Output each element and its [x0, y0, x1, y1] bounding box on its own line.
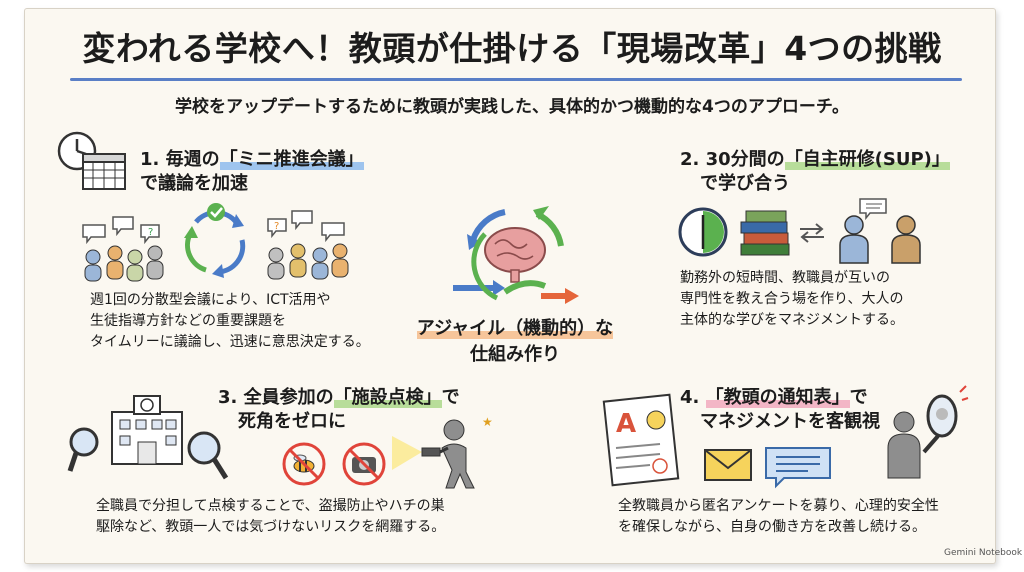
cycle-arrows-icon — [184, 203, 246, 278]
section4-heading-highlight: 「教頭の通知表」 — [705, 387, 850, 408]
meeting-people-icon: ? — [82, 216, 164, 282]
section4-heading-suffix: で — [849, 387, 868, 408]
envelope-icon — [704, 449, 752, 481]
section4-description: 全教職員から匿名アンケートを募り、心理的安全性 を確保しながら、自身の働き方を改… — [618, 496, 939, 538]
section3-heading-suffix: で — [441, 387, 460, 408]
svg-text:?: ? — [148, 227, 153, 238]
clock-icon-30min — [678, 207, 728, 257]
section4-desc-line1: 全教職員から匿名アンケートを募り、心理的安全性 — [618, 498, 939, 514]
section1-desc-line2: 生徒指導方針などの重要課題を — [90, 313, 286, 329]
flashlight-person-icon: ★ — [392, 415, 493, 489]
section4-heading-prefix: 4. — [680, 387, 706, 408]
mirror-person-icon — [887, 385, 969, 479]
section2-desc-line1: 勤務外の短時間、教職員が互いの — [680, 270, 890, 286]
section3-heading-highlight: 「施設点検」 — [333, 387, 442, 408]
section2-heading: 2. 30分間の「自主研修(SUP)」 で学び合う — [680, 148, 950, 196]
calendar-icon — [82, 153, 126, 190]
title-underline — [70, 78, 962, 81]
section1-heading-highlight: 「ミニ推進会議」 — [219, 149, 364, 170]
magnifier-icon-right — [187, 431, 229, 480]
report-card-icon: A — [602, 393, 680, 487]
section3-heading-prefix: 3. 全員参加の — [218, 387, 334, 408]
chat-icon — [765, 447, 831, 489]
school-building-icon — [111, 395, 183, 465]
section3-desc-line1: 全職員で分担して点検することで、盗撮防止やハチの巣 — [96, 498, 445, 514]
no-camera-icon — [342, 442, 386, 486]
section3-desc-line2: 駆除など、教頭一人では気づけないリスクを網羅する。 — [96, 519, 446, 535]
page-subtitle: 学校をアップデートするために教頭が実践した、具体的かつ機動的な4つのアプローチ。 — [175, 97, 849, 117]
section2-description: 勤務外の短時間、教職員が互いの 専門性を教え合う場を作り、大人の 主体的な学びを… — [680, 268, 904, 331]
section1-heading-prefix: 1. 毎週の — [140, 149, 220, 170]
svg-text:?: ? — [274, 221, 279, 232]
section3-heading: 3. 全員参加の「施設点検」で 死角をゼロに — [218, 386, 460, 434]
section2-heading-prefix: 2. 30分間の — [680, 149, 785, 170]
center-label-line2: 仕組み作り — [470, 344, 560, 365]
magnifier-icon — [67, 427, 99, 472]
section1-heading: 1. 毎週の「ミニ推進会議」 で議論を加速 — [140, 148, 364, 196]
section1-desc-line1: 週1回の分散型会議により、ICT活用や — [90, 292, 331, 308]
section1-heading-line2: で議論を加速 — [140, 173, 248, 194]
section2-heading-line2: で学び合う — [700, 173, 790, 194]
section3-description: 全職員で分担して点検することで、盗撮防止やハチの巣 駆除など、教頭一人では気づけ… — [96, 496, 445, 538]
section2-desc-line2: 専門性を教え合う場を作り、大人の — [680, 291, 904, 307]
brand-label: Gemini Notebook — [944, 548, 1023, 558]
meeting-people-icon-right: ? — [267, 210, 349, 280]
section1-description: 週1回の分散型会議により、ICT活用や 生徒指導方針などの重要課題を タイムリー… — [90, 290, 370, 353]
section2-desc-line3: 主体的な学びをマネジメントする。 — [680, 312, 904, 328]
section3-heading-line2: 死角をゼロに — [238, 411, 346, 432]
books-icon — [740, 210, 790, 256]
page-title: 変われる学校へ！教頭が仕掛ける「現場改革」4つの挑戦 — [82, 29, 942, 68]
svg-text:★: ★ — [482, 415, 493, 429]
section4-heading-line2: マネジメントを客観視 — [700, 411, 880, 432]
center-label: アジャイル（機動的）な 仕組み作り — [395, 316, 635, 368]
svg-text:A: A — [616, 409, 636, 439]
teaching-people-icon — [839, 198, 921, 264]
section4-desc-line2: を確保しながら、自身の働き方を改善し続ける。 — [618, 519, 926, 535]
section4-heading: 4. 「教頭の通知表」で マネジメントを客観視 — [680, 386, 880, 434]
no-wasp-icon — [282, 442, 326, 486]
center-label-line1: アジャイル（機動的）な — [416, 318, 614, 339]
section1-desc-line3: タイムリーに議論し、迅速に意思決定する。 — [90, 334, 370, 350]
brain-icon — [453, 206, 579, 304]
section2-heading-highlight: 「自主研修(SUP)」 — [784, 149, 950, 170]
exchange-arrows-icon — [800, 223, 824, 243]
